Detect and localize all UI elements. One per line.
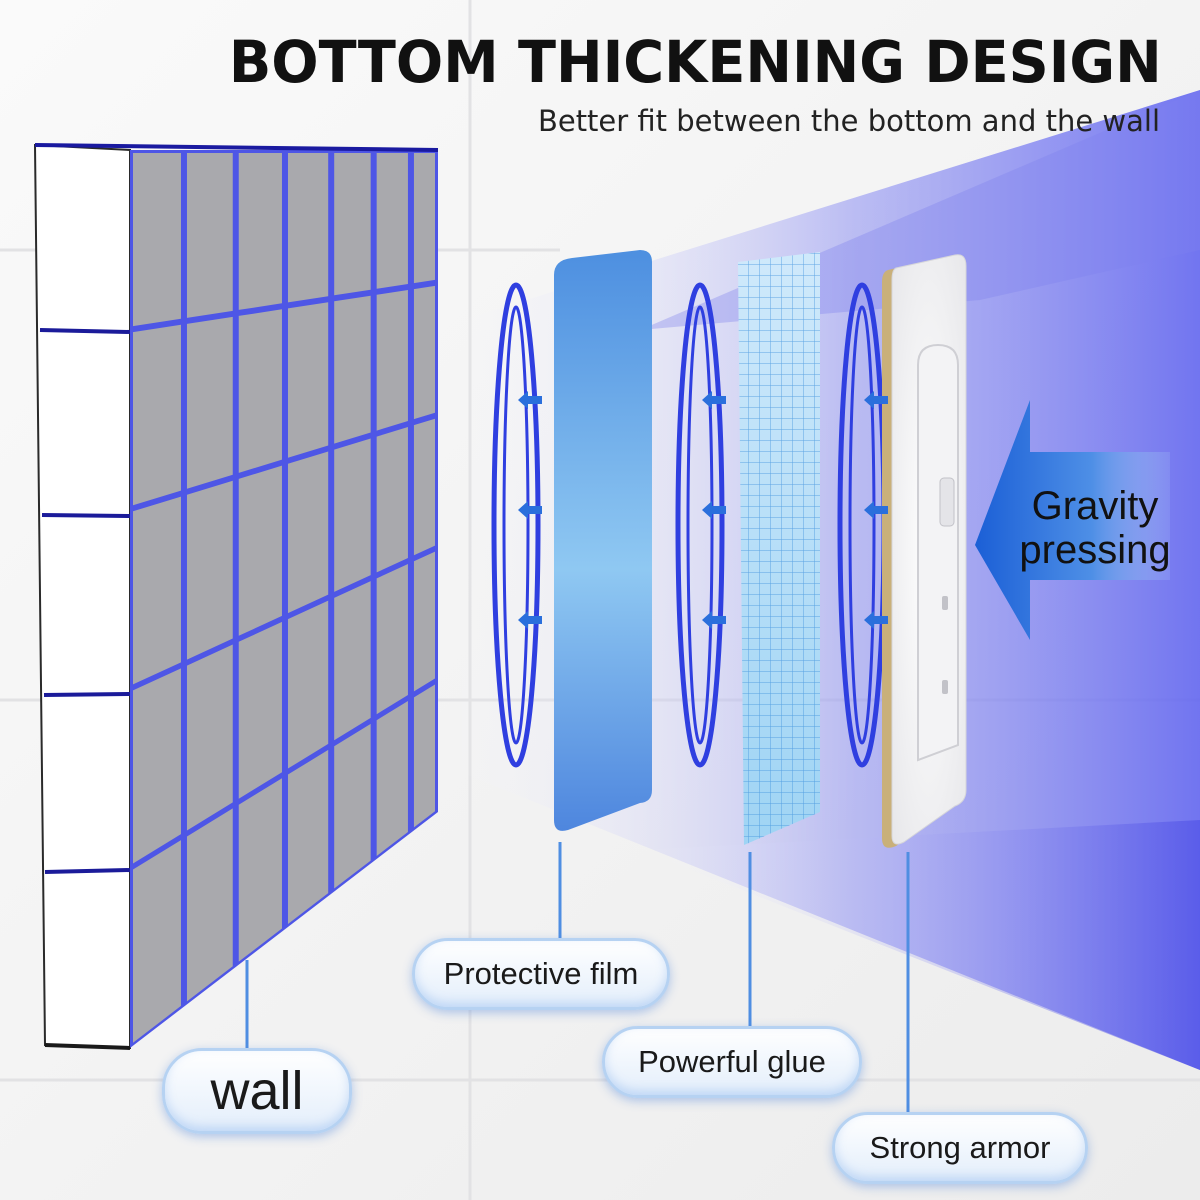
wall-tile	[133, 496, 181, 685]
wall-tile	[413, 684, 435, 828]
wall-tile	[238, 778, 282, 962]
armor-slot-small	[942, 596, 948, 610]
wall-tile	[413, 285, 435, 420]
wall-side-edges	[39, 328, 131, 874]
wall-tile	[334, 581, 371, 741]
ellipse-ring-icon	[686, 305, 714, 745]
strong-armor-label-text: Strong armor	[869, 1130, 1051, 1165]
arrow-left-icon	[702, 501, 726, 519]
wall-tile	[133, 324, 181, 506]
gravity-label-line1: Gravity	[1031, 484, 1159, 528]
wall-tile	[334, 438, 371, 592]
wall-tile	[287, 600, 329, 769]
protective-film-label-text: Protective film	[443, 956, 639, 991]
wall-tile	[133, 153, 181, 327]
pressure-rings-2	[675, 282, 725, 768]
wall-tile	[186, 480, 233, 660]
arrow-left-icon	[702, 611, 726, 629]
wall-tile	[334, 295, 371, 444]
wall-tile	[376, 701, 408, 856]
wall-tile	[334, 723, 371, 889]
armor-hook-frame	[917, 343, 959, 762]
wall-tile	[413, 551, 435, 692]
arrow-left-icon	[702, 391, 726, 409]
light-beam-floor	[640, 820, 1200, 1070]
wall-label: wall	[162, 1048, 352, 1134]
wall-tile	[133, 668, 181, 864]
wall-block	[33, 143, 439, 1050]
page-title: BOTTOM THICKENING DESIGN	[229, 28, 1162, 96]
wall-tile	[238, 153, 282, 310]
arrow-left-icon	[864, 501, 888, 519]
wall-tile	[287, 302, 329, 458]
wall-tile	[238, 309, 282, 473]
wall-tile	[287, 153, 329, 303]
wall-tile	[133, 840, 181, 1043]
wall-label-text: wall	[210, 1061, 304, 1121]
wall-tile	[186, 644, 233, 831]
arrow-left-icon	[864, 391, 888, 409]
arrow-left-icon	[518, 391, 542, 409]
ellipse-ring-icon	[502, 305, 530, 745]
ellipse-ring-icon	[491, 282, 541, 768]
wall-tile	[287, 451, 329, 614]
wall-tile	[186, 153, 233, 318]
gravity-label: Gravity pressing	[1000, 484, 1190, 572]
arrow-left-icon	[518, 611, 542, 629]
wall-tile	[334, 153, 371, 296]
wall-tiles	[133, 153, 435, 1043]
big-arrow-left-icon	[975, 400, 1170, 640]
strong-armor-label: Strong armor	[832, 1112, 1088, 1184]
powerful-glue-label-text: Powerful glue	[638, 1044, 826, 1079]
wall-tile	[376, 290, 408, 431]
protective-film-label: Protective film	[412, 938, 670, 1010]
protective-film-layer	[554, 250, 652, 831]
powerful-glue-label: Powerful glue	[602, 1026, 862, 1098]
wall-tile	[186, 808, 233, 1002]
wall-tile	[376, 153, 408, 289]
wall-tile	[413, 418, 435, 556]
wall-tile	[376, 564, 408, 715]
wall-tile	[186, 316, 233, 489]
page-subtitle: Better fit between the bottom and the wa…	[537, 104, 1160, 138]
ellipse-ring-icon	[848, 305, 876, 745]
arrow-left-icon	[864, 611, 888, 629]
wall-side-face	[33, 143, 131, 1050]
pressure-rings-1	[491, 282, 541, 768]
gravity-label-line2: pressing	[1019, 528, 1171, 572]
ellipse-ring-icon	[675, 282, 725, 768]
glue-mesh	[738, 252, 820, 845]
wall-tile	[238, 465, 282, 636]
leader-lines	[245, 842, 910, 1114]
wall-tile	[376, 427, 408, 573]
wall-tile	[238, 621, 282, 799]
wall-tile	[287, 749, 329, 924]
strong-armor-hook	[882, 254, 967, 848]
armor-slot-small	[942, 680, 948, 694]
force-arrows	[518, 391, 888, 629]
wall-tile	[413, 153, 435, 284]
armor-slot	[939, 477, 955, 527]
arrow-left-icon	[518, 501, 542, 519]
